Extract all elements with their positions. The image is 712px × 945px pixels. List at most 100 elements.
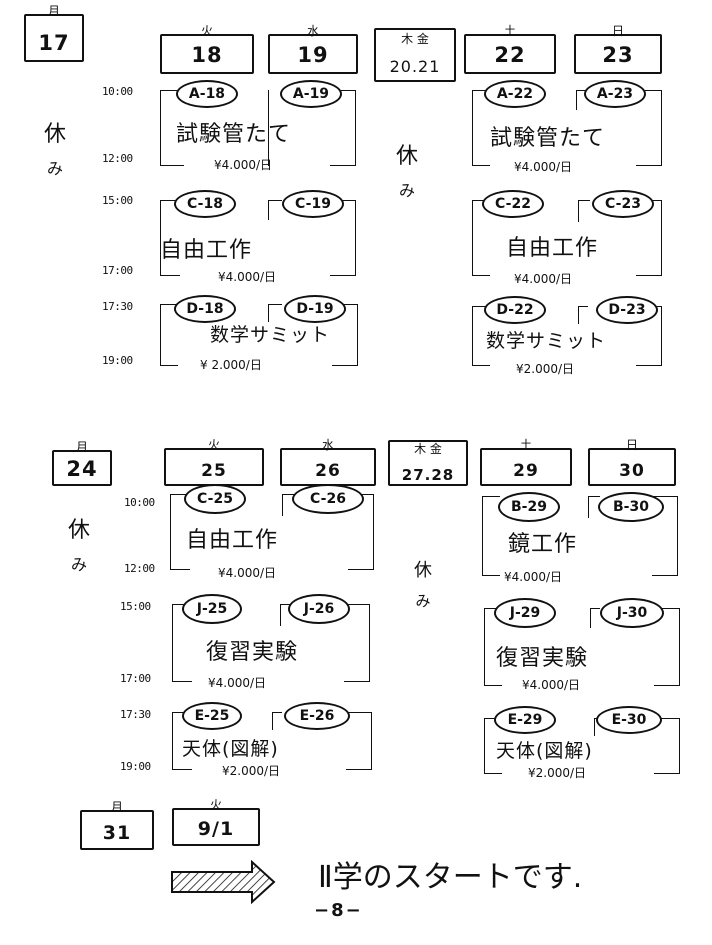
day-box-mon: 月 24 <box>52 440 112 486</box>
session-code: B-29 <box>511 499 547 515</box>
slot-bracket <box>590 608 600 628</box>
slot-bracket <box>484 718 502 774</box>
slot-bracket <box>578 200 590 222</box>
day-kanji: 月 <box>75 440 88 454</box>
time-label: 15:00 <box>120 600 151 613</box>
day-box-tue: 火 9/1 <box>172 798 260 846</box>
session-title: 自由工作 <box>506 236 599 261</box>
day-box-wed: 水 26 <box>280 438 376 486</box>
slot-bracket <box>636 90 662 166</box>
rest-label-mon: 休 み <box>64 514 94 582</box>
session-price: ¥4.000/日 <box>522 678 581 692</box>
slot-bracket <box>576 90 588 110</box>
session-code: E-26 <box>299 708 335 724</box>
time-label: 12:00 <box>124 562 155 575</box>
session-code-oval: J-25 <box>182 594 242 624</box>
rest-char: み <box>398 181 415 200</box>
session-code-oval: C-22 <box>482 190 544 218</box>
slot-bracket <box>282 494 294 516</box>
day-number: 23 <box>602 43 634 67</box>
session-code: D-22 <box>496 302 534 318</box>
time-label: 17:00 <box>120 672 151 685</box>
day-number: 9/1 <box>197 818 235 840</box>
day-number: 17 <box>38 31 70 55</box>
session-code: D-23 <box>608 302 646 318</box>
session-title: 数学サミット <box>210 324 331 346</box>
session-title: 試験管たて <box>176 122 292 147</box>
session-code-oval: C-23 <box>592 190 654 218</box>
slot-bracket <box>588 496 600 518</box>
session-code: J-30 <box>616 605 648 621</box>
day-kanji: 月 <box>110 800 123 814</box>
day-box-sun: 日 30 <box>588 438 676 486</box>
rest-char: み <box>415 592 431 610</box>
time-label: 10:00 <box>124 496 155 509</box>
day-kanji: 火 <box>207 438 220 452</box>
session-code-oval: D-18 <box>174 295 236 323</box>
slot-bracket <box>160 200 180 276</box>
slot-bracket <box>346 712 372 770</box>
slot-bracket <box>652 496 678 576</box>
session-code: J-26 <box>303 601 335 617</box>
time-label: 17:30 <box>102 300 133 313</box>
session-code-oval: J-30 <box>600 598 664 628</box>
session-code: C-25 <box>197 491 233 507</box>
arrow-right-icon <box>171 860 276 905</box>
time-label: 19:00 <box>120 760 151 773</box>
session-title: 天体(図解) <box>182 738 279 760</box>
session-code-oval: D-23 <box>596 296 658 324</box>
session-code-oval: E-25 <box>182 702 242 730</box>
session-code-oval: D-19 <box>284 295 346 323</box>
day-box-thu-fri: 木 金 27.28 <box>388 440 468 486</box>
time-label: 19:00 <box>102 354 133 367</box>
session-code: C-18 <box>187 196 223 212</box>
session-code: A-22 <box>496 86 534 102</box>
slot-bracket <box>482 496 500 576</box>
session-title: 復習実験 <box>496 646 589 671</box>
day-number: 27.28 <box>401 466 455 484</box>
day-kanji: 日 <box>611 24 624 38</box>
session-price: ¥4.000/日 <box>208 676 267 690</box>
slot-bracket <box>654 608 680 686</box>
slot-bracket <box>272 712 282 730</box>
session-code: J-29 <box>509 605 541 621</box>
session-code: C-22 <box>495 196 531 212</box>
slot-bracket <box>160 304 178 366</box>
rest-char: み <box>70 555 87 574</box>
day-number: 22 <box>494 43 526 67</box>
day-box-thu-fri: 木 金 20.21 <box>374 28 456 82</box>
day-kanji: 月 <box>47 4 60 18</box>
session-title: 試験管たて <box>490 126 606 151</box>
session-title: 自由工作 <box>186 528 279 553</box>
day-kanji: 木 金 <box>401 32 429 46</box>
rest-char: 休 <box>395 144 418 169</box>
session-code-oval: J-26 <box>288 594 350 624</box>
session-code: C-19 <box>295 196 331 212</box>
session-code: E-30 <box>611 712 647 728</box>
session-code-oval: C-26 <box>292 484 364 514</box>
time-label: 10:00 <box>102 85 133 98</box>
session-price: ¥4.000/日 <box>218 270 277 284</box>
session-price: ¥2.000/日 <box>516 362 575 376</box>
session-title: 復習実験 <box>206 640 299 665</box>
slot-bracket <box>578 306 588 324</box>
slot-bracket <box>268 304 282 322</box>
slot-bracket <box>330 90 356 166</box>
slot-bracket <box>268 200 282 220</box>
day-kanji: 日 <box>625 438 638 452</box>
session-code-oval: A-22 <box>484 80 546 108</box>
day-number: 25 <box>201 461 227 481</box>
slot-bracket <box>472 200 490 276</box>
time-label: 12:00 <box>102 152 133 165</box>
day-box-sat: 土 22 <box>464 24 556 74</box>
rest-char: 休 <box>67 518 90 543</box>
session-code: D-18 <box>186 301 224 317</box>
session-code: C-23 <box>605 196 641 212</box>
session-code: A-23 <box>596 86 634 102</box>
time-label: 17:30 <box>120 708 151 721</box>
day-box-tue: 火 18 <box>160 24 254 74</box>
session-code: A-19 <box>292 86 330 102</box>
rest-char: 休 <box>43 122 66 147</box>
day-kanji: 火 <box>200 24 213 38</box>
slot-bracket <box>472 90 490 166</box>
